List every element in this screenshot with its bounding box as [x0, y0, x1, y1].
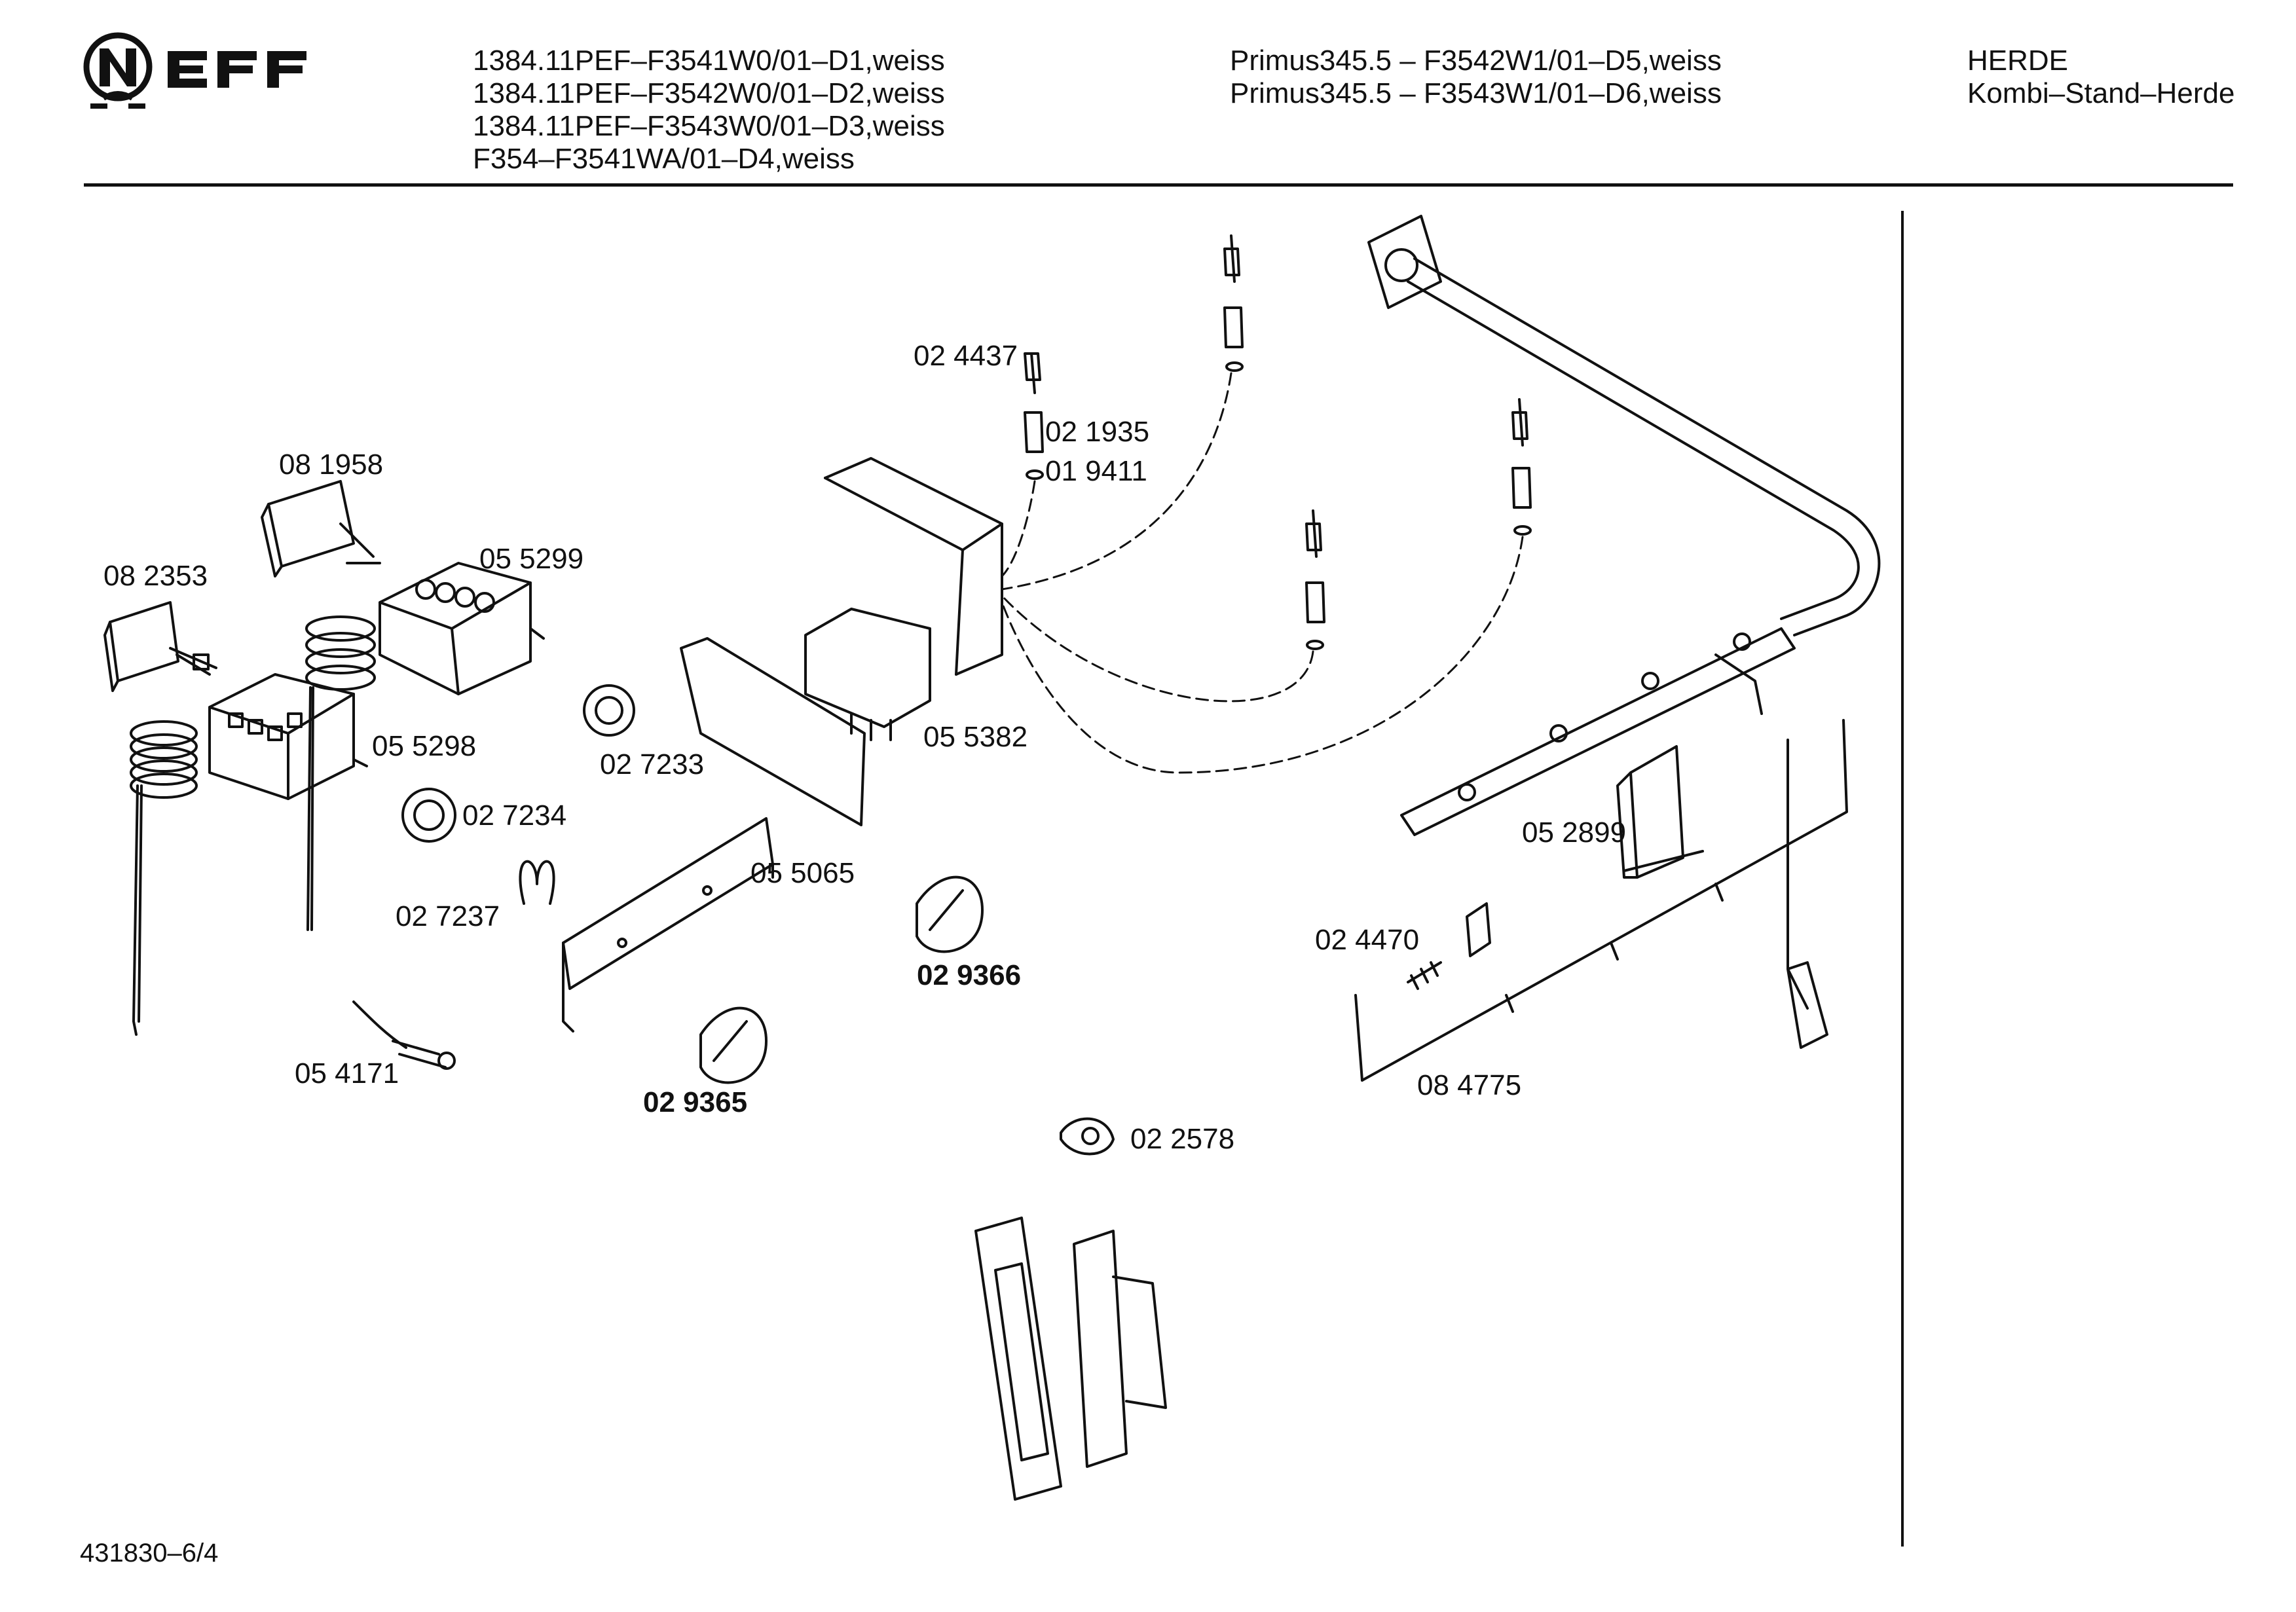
product-category: HERDE Kombi–Stand–Herde — [1967, 45, 2234, 110]
model-line: Primus345.5 – F3542W1/01–D5,weiss — [1230, 45, 1722, 77]
category-line: Kombi–Stand–Herde — [1967, 77, 2235, 109]
part-label-055298: 05 5298 — [372, 730, 477, 762]
neff-logo — [83, 32, 306, 109]
part-label-029365: 02 9365 — [643, 1086, 748, 1118]
part-027234-drawing — [401, 788, 456, 843]
part-027237-drawing — [519, 860, 555, 905]
part-024470-drawing — [1407, 902, 1491, 990]
part-label-029366: 02 9366 — [917, 959, 1022, 991]
category-line: HERDE — [1967, 45, 2069, 77]
part-label-027233: 02 7233 — [600, 748, 705, 780]
part-027233-drawing — [583, 684, 635, 737]
part-label-027237: 02 7237 — [396, 900, 500, 932]
part-label-055299: 05 5299 — [479, 543, 584, 575]
part-055065-drawing — [562, 817, 774, 1033]
part-label-021935: 02 1935 — [1045, 416, 1150, 448]
part-label-027234: 02 7234 — [462, 799, 567, 832]
model-line: Primus345.5 – F3543W1/01–D6,weiss — [1230, 77, 1722, 109]
part-label-084775: 08 4775 — [1417, 1069, 1522, 1101]
model-line: F354–F3541WA/01–D4,weiss — [473, 143, 855, 175]
part-084775-drawing — [1354, 719, 1848, 1082]
burner-rail-drawing — [1400, 627, 1796, 836]
part-label-054171: 05 4171 — [295, 1057, 399, 1090]
part-055299-drawing — [379, 562, 545, 695]
ignition-wires-drawing — [1001, 372, 1524, 774]
part-055298-drawing — [208, 673, 368, 800]
part-label-024470: 02 4470 — [1315, 924, 1420, 956]
part-label-055065: 05 5065 — [750, 857, 855, 889]
part-052899-drawing — [1616, 745, 1704, 879]
part-054171-drawing — [352, 1000, 456, 1070]
document-number: 431830–6/4 — [80, 1539, 219, 1567]
part-label-022578: 02 2578 — [1130, 1123, 1235, 1155]
terminal-block-drawing — [974, 1217, 1167, 1501]
part-081958-drawing — [261, 480, 381, 931]
model-line: 1384.11PEF–F3542W0/01–D2,weiss — [473, 77, 945, 109]
part-label-081958: 08 1958 — [279, 449, 384, 481]
igniter-plug-drawing — [1024, 234, 1532, 650]
gas-pipe-drawing — [1367, 215, 1881, 636]
bracket-plate-drawing — [680, 637, 866, 826]
part-label-055382: 05 5382 — [923, 721, 1028, 753]
part-029365-drawing — [699, 1006, 768, 1084]
model-list-right: Primus345.5 – F3542W1/01–D5,weiss Primus… — [1230, 45, 1722, 110]
model-line: 1384.11PEF–F3543W0/01–D3,weiss — [473, 110, 945, 142]
part-label-019411: 01 9411 — [1045, 455, 1147, 487]
part-055382-drawing — [804, 457, 1003, 741]
part-022578-drawing — [1060, 1117, 1115, 1156]
part-label-052899: 05 2899 — [1522, 816, 1627, 849]
part-label-024437: 02 4437 — [914, 340, 1018, 372]
model-list-left: 1384.11PEF–F3541W0/01–D1,weiss 1384.11PE… — [473, 45, 945, 175]
model-line: 1384.11PEF–F3541W0/01–D1,weiss — [473, 45, 945, 77]
part-label-082353: 08 2353 — [103, 560, 208, 592]
part-082353-drawing — [103, 601, 217, 1036]
header-rule — [84, 183, 2233, 187]
part-029366-drawing — [916, 875, 984, 953]
right-margin-rule — [1901, 211, 1904, 1547]
